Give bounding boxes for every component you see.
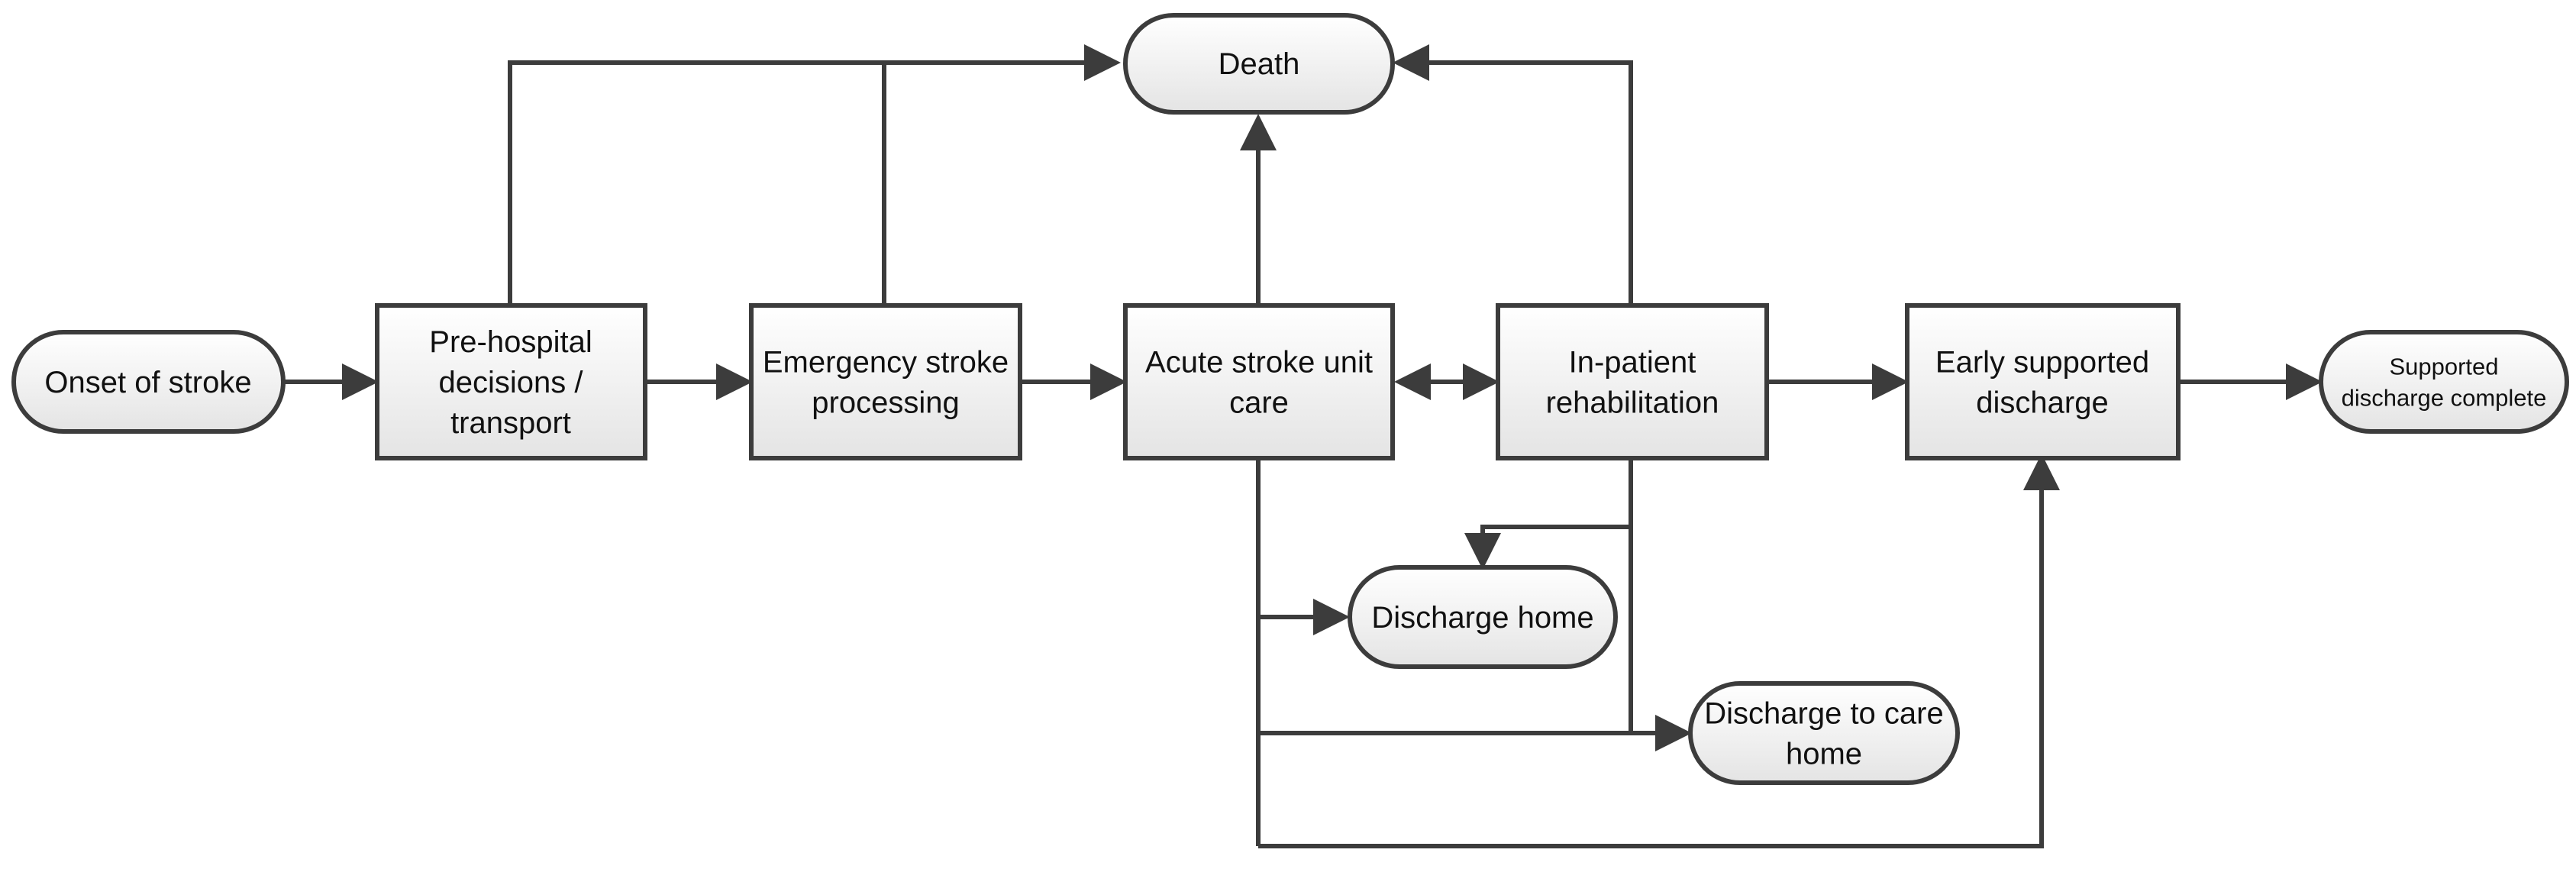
early-label-line: Early supported [1935,346,2149,380]
prehospital-label-line: decisions / [439,366,584,399]
node-acute-stroke-unit-care: Acute stroke unit care [1123,303,1395,460]
prehospital-label-line: Pre-hospital [429,325,592,359]
edge-inpatient-to-home [1464,525,1631,570]
early-label-line: discharge [1976,386,2108,419]
inpatient-label-line: In-patient [1569,346,1696,380]
carehome-label-line: Discharge to care [1704,697,1943,731]
svg-text:Discharge home: Discharge home [1371,601,1593,635]
connectors [283,44,2323,848]
inpatient-label-line: rehabilitation [1546,386,1719,419]
carehome-label-line: home [1786,737,1862,770]
node-pre-hospital-decisions: Pre-hospital decisions / transport [375,303,647,460]
acute-label-line: Acute stroke unit [1145,346,1373,380]
svg-text:Death: Death [1219,47,1300,81]
emergency-label-line: processing [812,386,959,419]
onset-label-line: Onset of stroke [44,366,251,399]
node-discharge-home: Discharge home [1348,565,1618,669]
prehospital-label-line: transport [450,406,571,440]
edge-acute-to-early [1258,454,2060,848]
svg-text:Onset of stroke: Onset of stroke [44,366,251,399]
node-onset-of-stroke: Onset of stroke [11,330,286,434]
node-in-patient-rehabilitation: In-patient rehabilitation [1496,303,1769,460]
supported-label-line: discharge complete [2342,384,2547,411]
node-discharge-to-care-home: Discharge to care home [1688,681,1960,785]
edge-prehospital-to-death [508,44,1121,305]
node-emergency-stroke-processing: Emergency stroke processing [749,303,1022,460]
edge-inpatient-to-death [1393,44,1633,305]
death-label-line: Death [1219,47,1300,81]
node-death: Death [1123,13,1395,115]
emergency-label-line: Emergency stroke [763,346,1009,380]
node-supported-discharge-complete: Supported discharge complete [2319,330,2569,434]
home-label-line: Discharge home [1371,601,1593,635]
supported-label-line: Supported [2389,353,2498,380]
node-early-supported-discharge: Early supported discharge [1905,303,2181,460]
acute-label-line: care [1229,386,1289,419]
